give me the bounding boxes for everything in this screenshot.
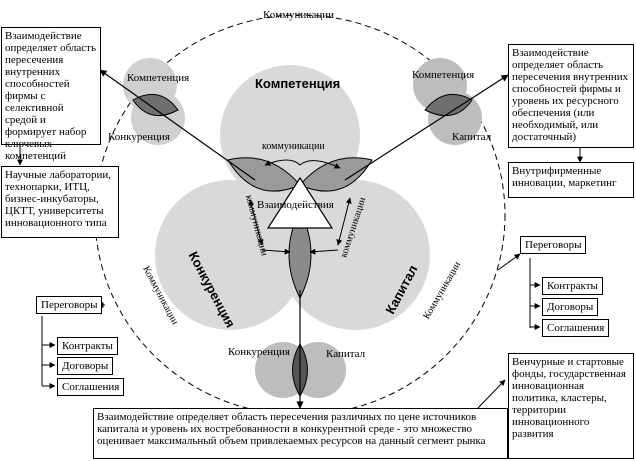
tr-lens (424, 93, 473, 117)
label-center: Взаимодействия (257, 199, 334, 211)
line-neg-right-from-outer (497, 253, 521, 271)
label-tr-competence: Компетенция (412, 69, 475, 81)
arrow-bottom-right (477, 379, 506, 409)
label-circle-competence: Компетенция (255, 76, 341, 91)
inner-arrow-top (264, 159, 341, 169)
neg-left-item-2: Договоры (57, 357, 114, 375)
label-tl-competence: Компетенция (127, 72, 190, 84)
label-b-competition: Конкуренция (228, 346, 290, 358)
inner-arrow-right (336, 197, 352, 246)
box-left-mid: Научные лаборатории, технопарки, ИТЦ, би… (1, 166, 119, 238)
label-inner-comm-top: коммуникации (262, 141, 325, 152)
center-triangle (266, 176, 334, 229)
neg-left-title: Переговоры (36, 296, 103, 314)
box-bottom: Взаимодействие определяет область пересе… (93, 408, 508, 459)
neg-right-item-3: Соглашения (542, 319, 610, 337)
box-right-mid: Внутрифирменные инновации, маркетинг (508, 162, 634, 198)
label-communications-top: Коммуникации (263, 9, 334, 21)
label-tr-capital: Капитал (452, 131, 492, 143)
tl-lens (132, 93, 179, 117)
neg-left-item-1: Контракты (57, 337, 118, 355)
label-tl-competition: Конкуренция (108, 131, 170, 143)
neg-left-item-3: Соглашения (57, 378, 125, 396)
label-b-capital: Капитал (326, 348, 366, 360)
neg-right-item-1: Контракты (542, 277, 603, 295)
circle-competition (155, 180, 305, 330)
inner-arrow-bottom-right (309, 248, 339, 255)
box-top-left: Взаимодействие определяет область пересе… (1, 27, 101, 162)
neg-right-title: Переговоры (520, 236, 587, 254)
arrow-to-tl (99, 69, 256, 181)
box-bottom-right: Венчурные и стартовые фонды, государстве… (508, 353, 634, 459)
neg-right-item-2: Договоры (542, 298, 599, 316)
arrow-to-tr (344, 74, 509, 181)
inner-arrow-left (248, 199, 264, 246)
inner-arrow-bottom-left (261, 248, 291, 255)
box-top-right: Взаимодействие определяет область пересе… (508, 44, 634, 148)
